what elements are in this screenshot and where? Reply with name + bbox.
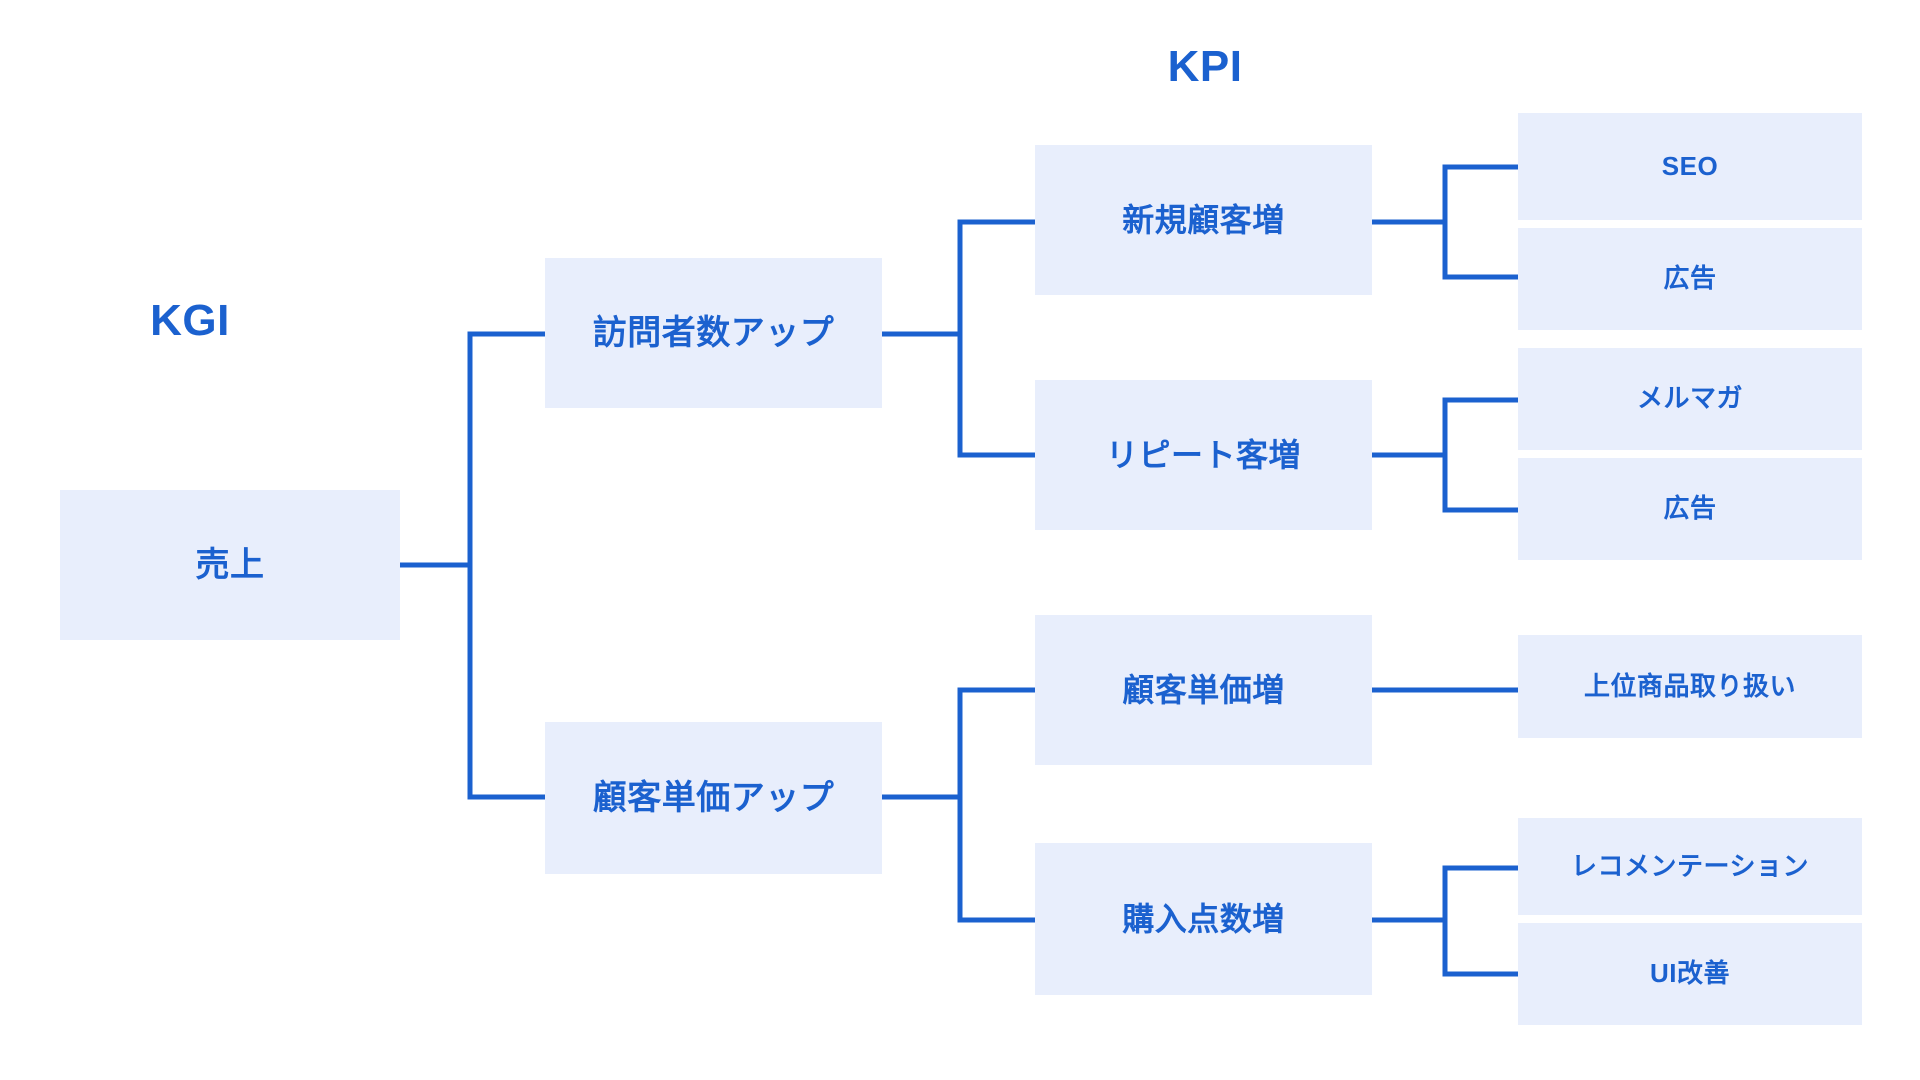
node-tensuu[interactable]: 購入点数増 [1035,843,1372,995]
node-label: 訪問者数アップ [592,313,835,352]
node-recommend[interactable]: レコメンテーション [1518,818,1862,915]
node-label: 広告 [1663,493,1717,524]
node-kokoku2[interactable]: 広告 [1518,458,1862,560]
node-kokoku1[interactable]: 広告 [1518,228,1862,330]
node-shinki[interactable]: 新規顧客増 [1035,145,1372,295]
node-houmon[interactable]: 訪問者数アップ [545,258,882,408]
node-uriage[interactable]: 売上 [60,490,400,640]
node-label: レコメンテーション [1571,850,1809,881]
column-title-kpi: KPI [1167,42,1243,91]
node-label: SEO [1661,150,1719,181]
node-seo[interactable]: SEO [1518,113,1862,220]
node-repeat[interactable]: リピート客増 [1035,380,1372,530]
node-label: 広告 [1663,263,1717,294]
node-jyoui[interactable]: 上位商品取り扱い [1518,635,1862,738]
node-label: リピート客増 [1105,436,1301,473]
node-label: 顧客単価アップ [592,778,835,817]
node-merumaga[interactable]: メルマガ [1518,348,1862,450]
node-tanka[interactable]: 顧客単価増 [1035,615,1372,765]
node-label: UI改善 [1649,958,1730,989]
node-uikaizen[interactable]: UI改善 [1518,923,1862,1025]
node-label: メルマガ [1636,383,1743,414]
node-label: 上位商品取り扱い [1583,670,1796,701]
node-kokyakutanka[interactable]: 顧客単価アップ [545,722,882,874]
node-label: 顧客単価増 [1122,671,1285,708]
node-label: 購入点数増 [1122,900,1285,937]
column-title-kgi: KGI [150,296,230,345]
node-label: 売上 [195,545,265,584]
node-label: 新規顧客増 [1122,201,1285,238]
